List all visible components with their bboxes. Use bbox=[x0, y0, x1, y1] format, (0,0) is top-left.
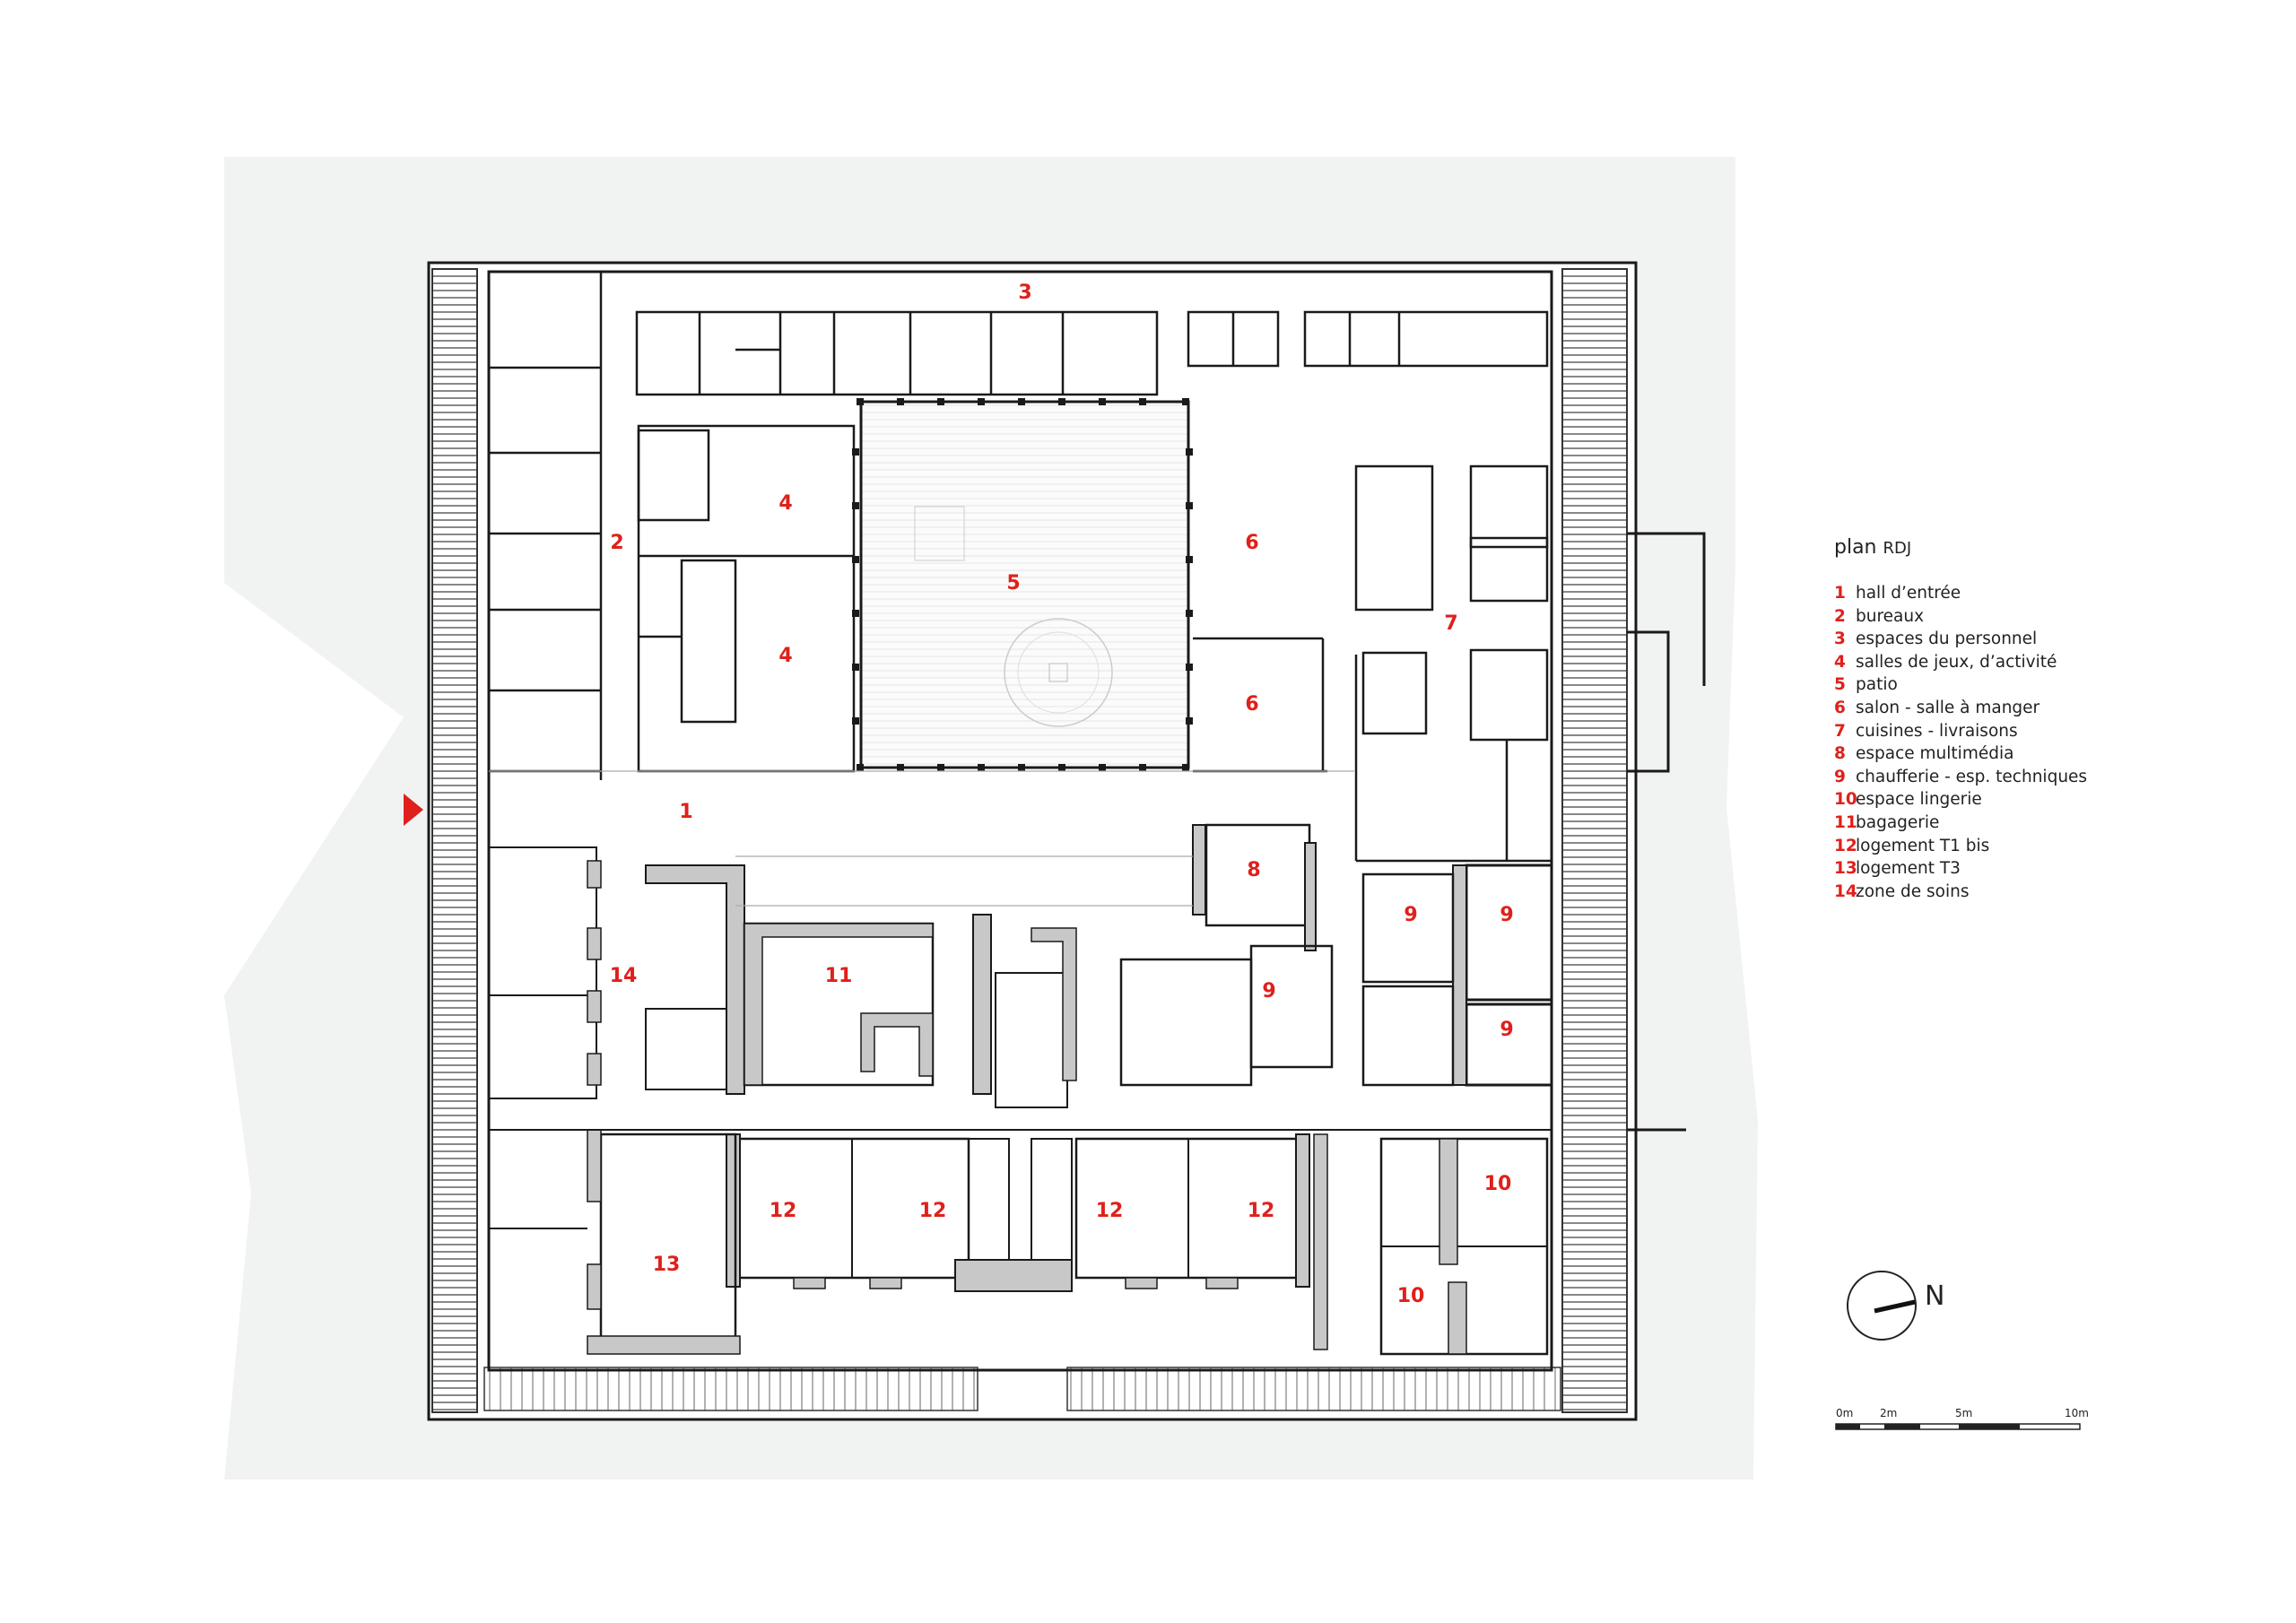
room-label-7: 7 bbox=[1444, 612, 1457, 635]
entrance-arrow-icon bbox=[404, 794, 423, 826]
scale-label-10: 10m bbox=[2065, 1407, 2089, 1419]
scale-labels: 0m 2m 5m 10m bbox=[1830, 1407, 2099, 1421]
room-label-12b: 12 bbox=[919, 1200, 947, 1222]
room-label-4a: 4 bbox=[778, 492, 792, 515]
room-label-5: 5 bbox=[1006, 572, 1020, 595]
room-label-12d: 12 bbox=[1248, 1200, 1275, 1222]
room-label-6a: 6 bbox=[1245, 532, 1258, 554]
room-label-14: 14 bbox=[610, 965, 638, 987]
legend-title-sub: RDJ bbox=[1883, 539, 1912, 558]
north-arrow-icon bbox=[1847, 1271, 1917, 1341]
room-label-9c: 9 bbox=[1262, 980, 1275, 1002]
legend-item: 13logement T3 bbox=[1834, 859, 1961, 879]
room-label-2: 2 bbox=[610, 532, 623, 554]
facade-louvers-west bbox=[431, 268, 478, 1413]
room-label-10a: 10 bbox=[1484, 1173, 1512, 1195]
legend-title: plan RDJ bbox=[1834, 536, 2087, 559]
room-labels: 1 2 3 4 4 5 6 6 7 8 9 9 9 9 10 10 11 12 … bbox=[610, 282, 1514, 1307]
room-label-12c: 12 bbox=[1096, 1200, 1124, 1222]
facade-louvers-south bbox=[483, 1367, 1561, 1411]
staff-strip bbox=[635, 310, 1549, 396]
room-label-4b: 4 bbox=[778, 645, 792, 667]
room-label-9a: 9 bbox=[1404, 904, 1417, 926]
lingerie-rooms bbox=[1313, 1133, 1549, 1356]
patio bbox=[859, 400, 1190, 769]
legend-item: 12logement T1 bis bbox=[1834, 836, 1990, 855]
room-label-10b: 10 bbox=[1397, 1285, 1425, 1307]
room-label-8: 8 bbox=[1247, 859, 1260, 881]
central-core bbox=[488, 846, 1334, 1108]
room-label-3: 3 bbox=[1018, 282, 1031, 304]
scale-label-5: 5m bbox=[1955, 1407, 1973, 1419]
legend-item: 11bagagerie bbox=[1834, 812, 1940, 832]
patio-columns bbox=[852, 398, 1193, 771]
room-label-6b: 6 bbox=[1245, 693, 1258, 716]
multimedia-room bbox=[1192, 823, 1317, 951]
room-label-1: 1 bbox=[679, 801, 692, 823]
legend-title-main: plan bbox=[1834, 536, 1877, 559]
room-label-9b: 9 bbox=[1500, 904, 1513, 926]
legend-item: 14zone de soins bbox=[1834, 881, 1970, 901]
corridors bbox=[489, 770, 1354, 907]
east-annex bbox=[1627, 532, 1706, 1132]
room-label-11: 11 bbox=[825, 965, 853, 987]
legend-item: 10espace lingerie bbox=[1834, 790, 1982, 810]
scale-label-2: 2m bbox=[1880, 1407, 1898, 1419]
north-label: N bbox=[1925, 1280, 1945, 1312]
inner-perimeter-wall bbox=[487, 270, 1553, 1372]
housing-wing bbox=[489, 1129, 1552, 1355]
technical-rooms bbox=[1361, 864, 1553, 1087]
kitchen-block bbox=[1354, 464, 1552, 863]
room-label-12a: 12 bbox=[770, 1200, 797, 1222]
room-label-13: 13 bbox=[653, 1254, 681, 1276]
scale-label-0: 0m bbox=[1836, 1407, 1854, 1419]
facade-louvers-east bbox=[1561, 268, 1628, 1413]
room-label-9d: 9 bbox=[1500, 1019, 1513, 1041]
scale-bar bbox=[1835, 1423, 2081, 1430]
